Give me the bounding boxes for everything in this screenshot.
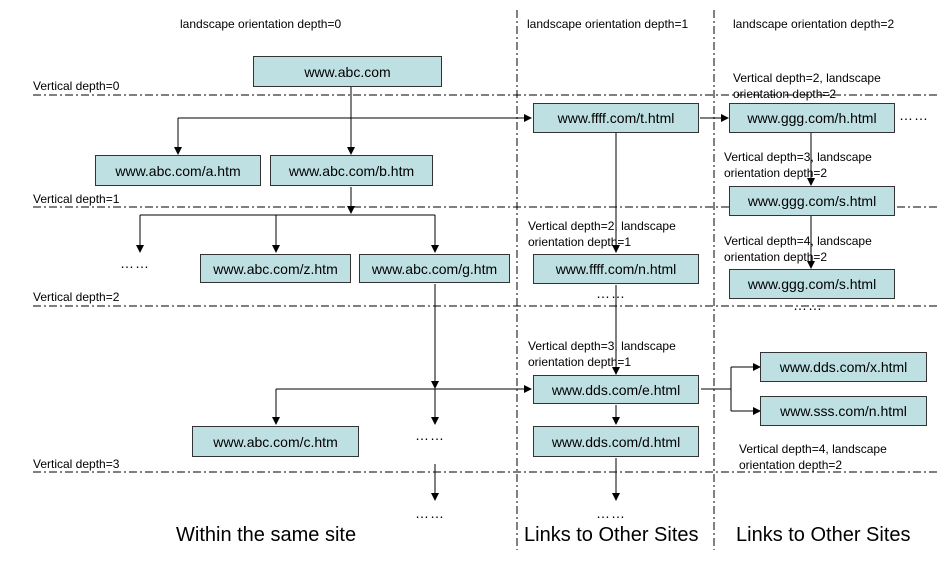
- annotation-line: orientation depth=2: [739, 458, 843, 472]
- footer-label: Links to Other Sites: [736, 524, 911, 546]
- column-header: landscape orientation depth=2: [733, 17, 895, 31]
- ellipsis: ……: [415, 505, 445, 521]
- ellipsis: ……: [120, 255, 150, 271]
- annotation-line: Vertical depth=3, landscape: [724, 150, 872, 164]
- annotation-line: Vertical depth=4, landscape: [724, 234, 872, 248]
- node-dds-e: www.dds.com/e.html: [533, 375, 699, 404]
- node-abc-g: www.abc.com/g.htm: [359, 254, 510, 283]
- annotation-line: Vertical depth=2, landscape: [528, 219, 676, 233]
- column-header: landscape orientation depth=1: [527, 17, 689, 31]
- annotation-line: Vertical depth=3, landscape: [528, 339, 676, 353]
- annotation-line: orientation depth=2: [733, 87, 837, 101]
- ellipsis: ……: [899, 107, 929, 123]
- annotation-line: orientation depth=1: [528, 235, 632, 249]
- annotation-line: Vertical depth=4, landscape: [739, 442, 887, 456]
- node-sss-n: www.sss.com/n.html: [760, 396, 927, 426]
- annotation-line: orientation depth=2: [724, 166, 828, 180]
- node-abc-a: www.abc.com/a.htm: [95, 155, 261, 186]
- annotation: Vertical depth=2, landscape orientation d…: [528, 218, 676, 250]
- ellipsis: ……: [596, 285, 626, 301]
- node-dds-x: www.dds.com/x.html: [760, 352, 927, 382]
- annotation: Vertical depth=4, landscape orientation d…: [739, 441, 887, 473]
- ellipsis: ……: [793, 297, 823, 313]
- column-header: landscape orientation depth=0: [180, 17, 342, 31]
- annotation: Vertical depth=2, landscape orientation d…: [733, 70, 881, 102]
- vertical-depth-label: Vertical depth=3: [33, 457, 120, 471]
- footer-label: Within the same site: [176, 524, 357, 546]
- node-ffff-n: www.ffff.com/n.html: [533, 254, 699, 284]
- node-abc-z: www.abc.com/z.htm: [200, 254, 351, 283]
- annotation-line: orientation depth=2: [724, 250, 828, 264]
- node-dds-d: www.dds.com/d.html: [533, 426, 699, 457]
- vertical-depth-label: Vertical depth=2: [33, 290, 120, 304]
- node-ggg-s: www.ggg.com/s.html: [729, 186, 895, 216]
- node-ggg-s: www.ggg.com/s.html: [729, 269, 895, 299]
- annotation-line: Vertical depth=2, landscape: [733, 71, 881, 85]
- ellipsis: ……: [415, 427, 445, 443]
- footer-label: Links to Other Sites: [524, 524, 699, 546]
- node-ffff-t: www.ffff.com/t.html: [533, 103, 699, 133]
- vertical-depth-label: Vertical depth=1: [33, 192, 120, 206]
- annotation: Vertical depth=3, landscape orientation d…: [724, 149, 872, 181]
- annotation: Vertical depth=3, landscape orientation d…: [528, 338, 676, 370]
- node-abc-b: www.abc.com/b.htm: [270, 155, 433, 186]
- annotation: Vertical depth=4, landscape orientation d…: [724, 233, 872, 265]
- ellipsis: ……: [596, 505, 626, 521]
- node-abc: www.abc.com: [253, 56, 442, 87]
- annotation-line: orientation depth=1: [528, 355, 632, 369]
- node-abc-c: www.abc.com/c.htm: [192, 426, 359, 457]
- node-ggg-h: www.ggg.com/h.html: [729, 103, 895, 133]
- vertical-depth-label: Vertical depth=0: [33, 79, 120, 93]
